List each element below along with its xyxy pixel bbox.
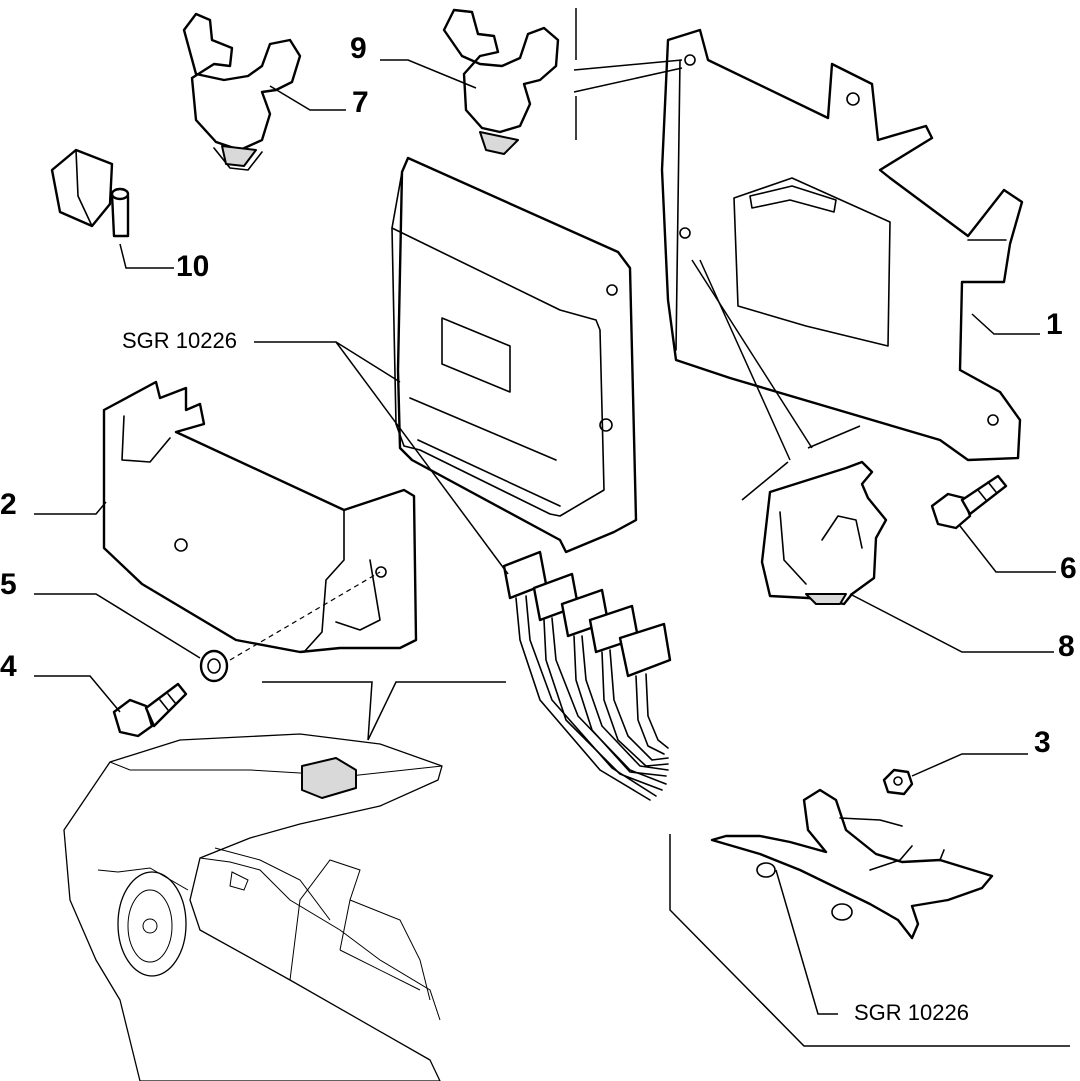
wiring-connectors — [502, 550, 672, 801]
callout-labels: 1 2 3 4 5 6 7 8 9 10 SGR 10226 SGR 10226 — [0, 32, 1077, 1025]
part-10-clip — [50, 148, 130, 238]
leader-lines — [34, 8, 1070, 1047]
assembly-axis-line — [229, 571, 381, 661]
ecu-reference-label: SGR 10226 — [122, 328, 237, 353]
part-8-clip — [760, 460, 888, 606]
callout-4: 4 — [0, 650, 17, 683]
part-5-washer — [199, 649, 229, 683]
part-2-cover — [102, 380, 418, 654]
part-3-nut — [882, 768, 914, 796]
callout-5: 5 — [0, 568, 17, 601]
part-1-mounting-bracket — [660, 28, 1024, 462]
part-4-bolt — [112, 682, 188, 738]
part-6-bolt — [930, 474, 1008, 530]
callout-2: 2 — [0, 488, 17, 521]
callout-6: 6 — [1060, 552, 1077, 585]
vehicle-location-view — [63, 733, 443, 1081]
ecu-control-unit — [391, 156, 638, 554]
part-7-double-clip — [182, 12, 302, 171]
callout-7: 7 — [352, 86, 369, 119]
lower-support-bracket — [710, 788, 994, 940]
part-9-double-clip — [442, 8, 560, 155]
callout-3: 3 — [1034, 726, 1051, 759]
callout-10: 10 — [176, 250, 209, 283]
callout-8: 8 — [1058, 630, 1075, 663]
callout-1: 1 — [1046, 308, 1063, 341]
support-reference-label: SGR 10226 — [854, 1000, 969, 1025]
callout-9: 9 — [350, 32, 367, 65]
